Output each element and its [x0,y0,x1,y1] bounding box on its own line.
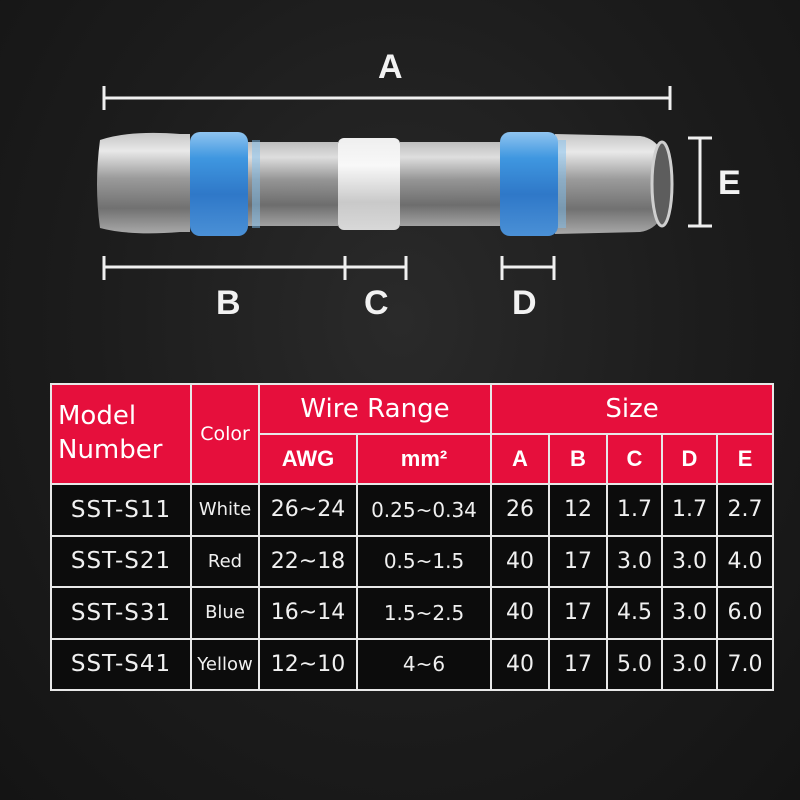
header-size-a: A [490,433,550,485]
solder-ring-left [190,132,248,236]
dimension-d-line [500,256,556,280]
header-color: Color [190,383,260,485]
cell-c: 3.0 [606,534,663,588]
cell-b: 12 [548,483,608,537]
cell-e: 7.0 [715,637,775,691]
cell-awg: 12~10 [258,637,358,691]
cell-d: 3.0 [661,534,718,588]
dimension-b-label: B [216,284,241,322]
table-row: SST-S11 White 26~24 0.25~0.34 26 12 1.7 … [50,483,775,537]
cell-b: 17 [548,534,608,588]
cell-awg: 22~18 [258,534,358,588]
dimension-e-label: E [718,164,741,202]
header-size-d: D [661,433,718,485]
header-size-c: C [606,433,663,485]
header-size: Size [489,383,775,435]
cell-mm2: 0.5~1.5 [356,534,492,588]
cell-color: Red [190,534,260,588]
cell-d: 3.0 [661,637,718,691]
cell-a: 40 [490,586,550,640]
connector-diagram: A E B C D [0,0,800,360]
dimension-d-label: D [512,284,537,322]
cell-mm2: 4~6 [356,637,492,691]
cell-color: White [190,483,260,537]
cell-mm2: 0.25~0.34 [356,483,492,537]
header-wire-range: Wire Range [258,383,492,435]
cell-mm2: 1.5~2.5 [356,586,492,640]
dimension-b-line [102,256,347,280]
solder-ring-right [500,132,558,236]
dimension-c-line [345,256,408,280]
dimension-a-label: A [378,48,403,86]
cell-d: 1.7 [661,483,718,537]
cell-c: 5.0 [606,637,663,691]
table-row: SST-S41 Yellow 12~10 4~6 40 17 5.0 3.0 7… [50,637,775,691]
cell-awg: 26~24 [258,483,358,537]
header-model-number: Model Number [50,383,192,485]
cell-model: SST-S11 [50,483,192,537]
cell-b: 17 [548,586,608,640]
cell-a: 40 [490,534,550,588]
specification-table: Model Number Color Wire Range Size AWG m… [50,383,775,691]
heat-shrink-tube [97,132,674,236]
dimension-c-label: C [364,284,389,322]
cell-awg: 16~14 [258,586,358,640]
cell-model: SST-S21 [50,534,192,588]
connector-drawing [97,86,712,280]
cell-c: 1.7 [606,483,663,537]
cell-color: Yellow [190,637,260,691]
cell-d: 3.0 [661,586,718,640]
cell-model: SST-S41 [50,637,192,691]
header-size-e: E [715,433,775,485]
table-row: SST-S31 Blue 16~14 1.5~2.5 40 17 4.5 3.0… [50,586,775,640]
dimension-e-line [688,136,712,228]
header-size-b: B [548,433,608,485]
dimension-a-line [102,86,672,110]
cell-a: 40 [490,637,550,691]
header-awg: AWG [258,433,358,485]
cell-b: 17 [548,637,608,691]
cell-a: 26 [490,483,550,537]
cell-color: Blue [190,586,260,640]
cell-c: 4.5 [606,586,663,640]
table-row: SST-S21 Red 22~18 0.5~1.5 40 17 3.0 3.0 … [50,534,775,588]
cell-e: 6.0 [715,586,775,640]
cell-model: SST-S31 [50,586,192,640]
header-mm2: mm² [356,433,492,485]
cell-e: 4.0 [715,534,775,588]
cell-e: 2.7 [715,483,775,537]
